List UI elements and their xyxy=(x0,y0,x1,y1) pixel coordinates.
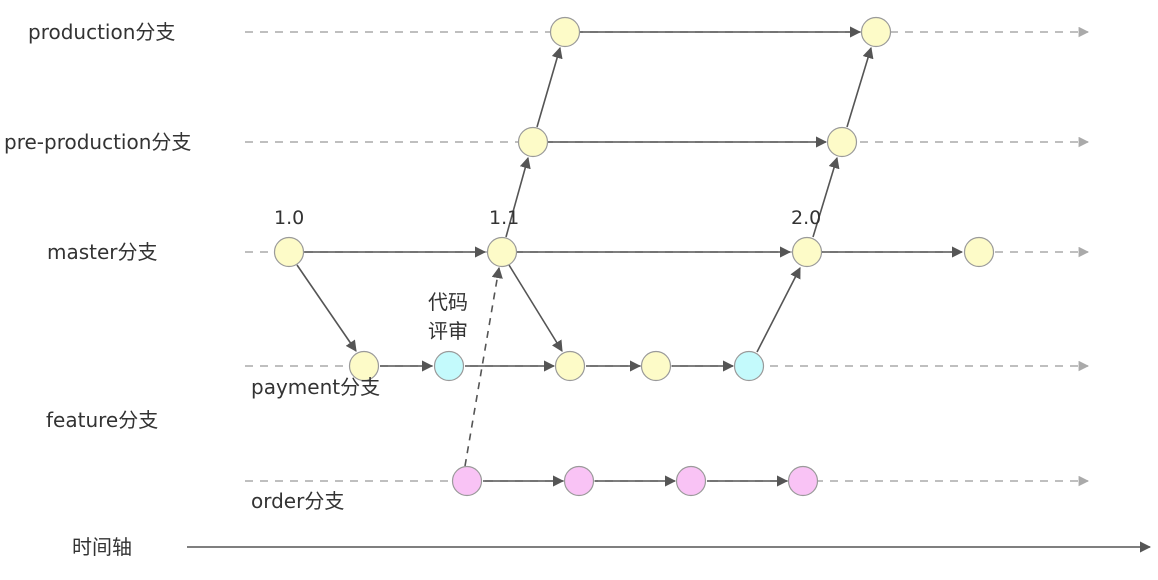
commit-order-1 xyxy=(451,465,483,497)
commit-order-4 xyxy=(787,465,819,497)
arrow-master20-to-preprod2 xyxy=(812,156,840,238)
review-label-line1: 代码 xyxy=(428,290,468,314)
lane-guides xyxy=(245,26,1090,487)
commit-payment-review-2 xyxy=(733,350,765,382)
arrow-order-to-master-review xyxy=(464,266,503,467)
arrow-preprod1-to-prod1 xyxy=(536,46,563,128)
commit-payment-4 xyxy=(640,350,672,382)
commit-preproduction-2 xyxy=(826,126,858,158)
lane-label-feature: feature分支 xyxy=(46,408,158,432)
version-label-1-0: 1.0 xyxy=(274,207,304,229)
arrow-preprod2-to-prod2 xyxy=(846,46,874,128)
arrow-master11-to-payment xyxy=(508,264,563,352)
commit-production-2 xyxy=(860,16,892,48)
commit-payment-1 xyxy=(348,350,380,382)
commit-master-1-0 xyxy=(273,236,305,268)
commit-master-1-1 xyxy=(486,236,518,268)
timeline-label: 时间轴 xyxy=(72,535,132,559)
review-label-line2: 评审 xyxy=(428,319,468,343)
arrow-master10-to-payment xyxy=(296,264,357,352)
commit-payment-review-1 xyxy=(433,350,465,382)
commit-master-next xyxy=(963,236,995,268)
commit-order-3 xyxy=(675,465,707,497)
lane-label-order: order分支 xyxy=(251,489,344,513)
commit-payment-3 xyxy=(554,350,586,382)
commit-order-2 xyxy=(563,465,595,497)
version-label-2-0: 2.0 xyxy=(791,207,821,229)
lane-label-preproduction: pre-production分支 xyxy=(4,130,191,154)
arrow-master11-to-preprod1 xyxy=(505,156,531,238)
flow-arrows xyxy=(187,26,1152,553)
commit-production-1 xyxy=(549,16,581,48)
arrow-payment-review-to-master20 xyxy=(756,267,801,353)
commit-master-2-0 xyxy=(791,236,823,268)
lane-label-production: production分支 xyxy=(28,20,175,44)
lane-label-payment: payment分支 xyxy=(251,375,380,399)
lane-label-master: master分支 xyxy=(47,240,158,264)
version-label-1-1: 1.1 xyxy=(489,207,519,229)
commit-preproduction-1 xyxy=(517,126,549,158)
commit-nodes xyxy=(273,16,995,497)
